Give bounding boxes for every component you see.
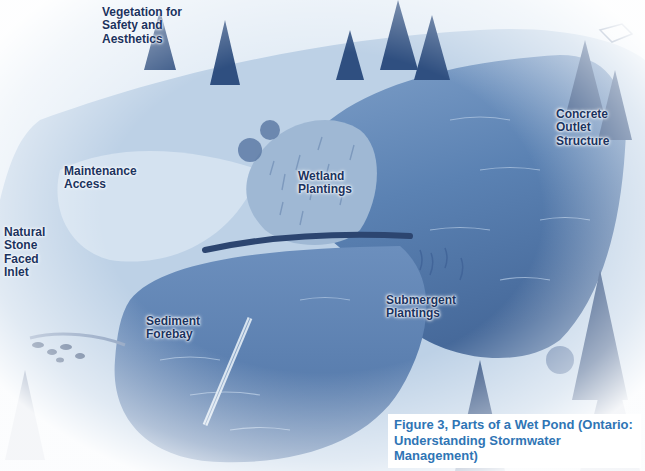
part-label: Submergent Plantings: [386, 294, 478, 321]
part-label: Vegetation for Safety and Aesthetics: [102, 6, 202, 46]
part-label: Wetland Plantings: [298, 170, 370, 197]
part-label: Natural Stone Faced Inlet: [4, 226, 60, 280]
part-label: Concrete Outlet Structure: [556, 108, 626, 148]
part-label: Sediment Forebay: [146, 315, 218, 342]
part-label: Maintenance Access: [64, 165, 154, 192]
figure-caption: Figure 3, Parts of a Wet Pond (Ontario: …: [388, 414, 641, 468]
